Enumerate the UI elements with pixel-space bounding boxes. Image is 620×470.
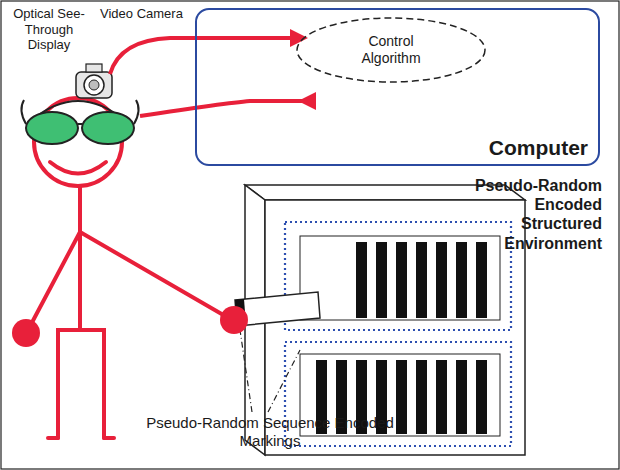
computer-box: Computer Control Algorithm [195, 8, 600, 166]
leader-line [240, 330, 300, 412]
markings-label: Pseudo-Random Sequence Encoded Markings [140, 414, 400, 450]
arrowhead [298, 92, 316, 110]
person-figure [28, 98, 232, 438]
hand [220, 306, 248, 334]
algorithm-text: Control Algorithm [343, 33, 439, 68]
display-label: Optical See-Through Display [6, 6, 92, 53]
algorithm-ellipse: Control Algorithm [295, 16, 487, 84]
camera-label: Video Camera [100, 6, 196, 22]
signal-arrow [110, 38, 310, 116]
see-through-display [21, 100, 138, 144]
hand [12, 319, 40, 347]
computer-title: Computer [489, 136, 588, 160]
environment-label: Pseudo-Random Encoded Structured Environ… [462, 176, 602, 253]
